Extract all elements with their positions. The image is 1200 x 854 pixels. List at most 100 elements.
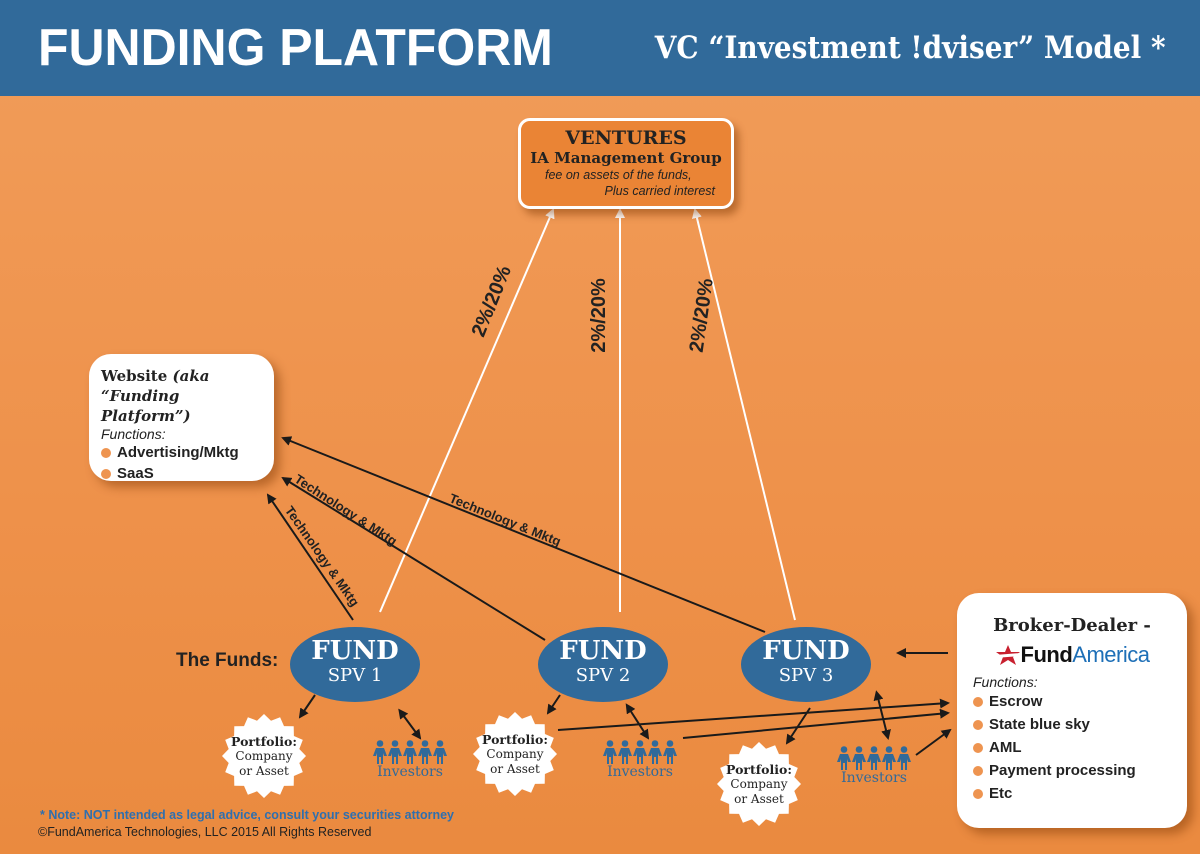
broker-function-item: Etc: [973, 782, 1187, 805]
broker-title: Broker-Dealer -: [993, 615, 1151, 636]
website-box: Website (aka “Funding Platform”) Functio…: [89, 354, 274, 484]
website-function-label: Advertising/Mktg: [117, 444, 239, 461]
person-icon: [418, 740, 432, 764]
ventures-fee-line: fee on assets of the funds,: [545, 168, 692, 182]
portfolio2-to-broker-arrow: [557, 698, 950, 731]
portfolio-title: Portfolio:: [726, 762, 792, 777]
broker-function-item: Payment processing: [973, 759, 1187, 782]
portfolio-spv1: Portfolio: Company or Asset: [222, 714, 306, 798]
portfolio-spv2: Portfolio: Company or Asset: [473, 712, 557, 796]
fund-title: FUND: [311, 636, 399, 666]
website-function-label: SaaS: [117, 465, 154, 482]
portfolio-title: Portfolio:: [231, 734, 297, 749]
tech-arrow-spv2: [281, 476, 546, 641]
person-icon: [618, 740, 632, 764]
portfolio-spv3: Portfolio: Company or Asset: [717, 742, 801, 826]
investor-group-icon: [370, 740, 450, 764]
fund3-investors-arrow: [873, 690, 891, 740]
person-icon: [373, 740, 387, 764]
person-icon: [837, 746, 851, 770]
tech-arrow-spv3: [281, 436, 766, 633]
investors-label: Investors: [607, 764, 673, 780]
investors-spv1: Investors: [370, 740, 450, 780]
fund-title: FUND: [762, 636, 850, 666]
fee-arrow-spv1: [379, 208, 555, 613]
fund3-to-portfolio-arrow: [785, 707, 811, 745]
starburst-icon: [473, 712, 557, 796]
bullet-icon: [973, 742, 983, 753]
person-icon: [403, 740, 417, 764]
person-icon: [867, 746, 881, 770]
portfolio-line1: Company: [235, 749, 293, 763]
website-function-item: SaaS: [101, 463, 274, 484]
website-title: Website: [101, 367, 168, 385]
fee-label-spv2: 2%/20%: [587, 278, 610, 353]
ventures-carry-line: Plus carried interest: [604, 184, 715, 198]
fund2-to-portfolio-arrow: [546, 694, 561, 715]
person-icon: [882, 746, 896, 770]
investors-label: Investors: [841, 770, 907, 786]
broker-function-label: AML: [989, 739, 1022, 756]
ventures-title: VENTURES: [565, 127, 687, 149]
fee-arrow-spv3: [692, 208, 796, 621]
ventures-subtitle: IA Management Group: [530, 149, 722, 167]
website-function-item: Advertising/Mktg: [101, 442, 274, 463]
broker-functions-label: Functions:: [973, 674, 1038, 690]
broker-function-label: Etc: [989, 785, 1013, 802]
fund-title: FUND: [559, 636, 647, 666]
person-icon: [603, 740, 617, 764]
person-icon: [663, 740, 677, 764]
tech-arrow-spv1: [266, 493, 354, 621]
investors-spv3: Investors: [834, 746, 914, 786]
fund1-to-portfolio-arrow: [298, 694, 316, 719]
bullet-icon: [973, 696, 983, 707]
fund1-investors-arrow: [398, 708, 422, 740]
portfolio-line1: Company: [730, 777, 788, 791]
legal-note: * Note: NOT intended as legal advice, co…: [40, 808, 454, 822]
portfolio-line2: or Asset: [239, 764, 289, 778]
fund-spv2: FUND SPV 2: [538, 627, 668, 702]
ventures-box: VENTURES IA Management Group fee on asse…: [518, 118, 734, 209]
broker-function-label: Escrow: [989, 693, 1043, 710]
page-title: FUNDING PLATFORM: [38, 19, 553, 77]
investors3-to-broker-arrow: [915, 728, 952, 756]
bullet-icon: [973, 719, 983, 730]
person-icon: [648, 740, 662, 764]
bullet-icon: [101, 468, 111, 479]
person-icon: [852, 746, 866, 770]
logo-fund-text: Fund: [1020, 642, 1073, 667]
website-aka-name: “Funding Platform”): [101, 387, 191, 425]
starburst-icon: [717, 742, 801, 826]
website-functions-label: Functions:: [101, 426, 166, 442]
broker-function-item: AML: [973, 736, 1187, 759]
broker-function-label: State blue sky: [989, 716, 1090, 733]
person-icon: [897, 746, 911, 770]
investor-group-icon: [834, 746, 914, 770]
portfolio-line1: Company: [486, 747, 544, 761]
portfolio-line2: or Asset: [734, 792, 784, 806]
investors2-to-broker-arrow: [682, 708, 950, 739]
fund-name: SPV 3: [778, 665, 834, 686]
star-icon: [994, 645, 1021, 665]
fund-spv3: FUND SPV 3: [741, 627, 871, 702]
page-subtitle: VC “Investment !dviser” Model *: [655, 30, 1166, 66]
fund-name: SPV 1: [327, 665, 383, 686]
broker-function-item: Escrow: [973, 690, 1187, 713]
portfolio-title: Portfolio:: [482, 732, 548, 747]
investor-group-icon: [600, 740, 680, 764]
broker-function-item: State blue sky: [973, 713, 1187, 736]
person-icon: [388, 740, 402, 764]
header-banner: FUNDING PLATFORM VC “Investment !dviser”…: [0, 0, 1200, 96]
funds-label: The Funds:: [176, 650, 279, 671]
investors-spv2: Investors: [600, 740, 680, 780]
fund-spv1: FUND SPV 1: [290, 627, 420, 702]
investors-label: Investors: [377, 764, 443, 780]
copyright: ©FundAmerica Technologies, LLC 2015 All …: [38, 825, 372, 839]
logo-america-text: America: [1072, 642, 1150, 667]
portfolio-line2: or Asset: [490, 762, 540, 776]
website-aka: (aka: [172, 367, 210, 385]
fund-name: SPV 2: [575, 665, 631, 686]
bullet-icon: [973, 765, 983, 776]
